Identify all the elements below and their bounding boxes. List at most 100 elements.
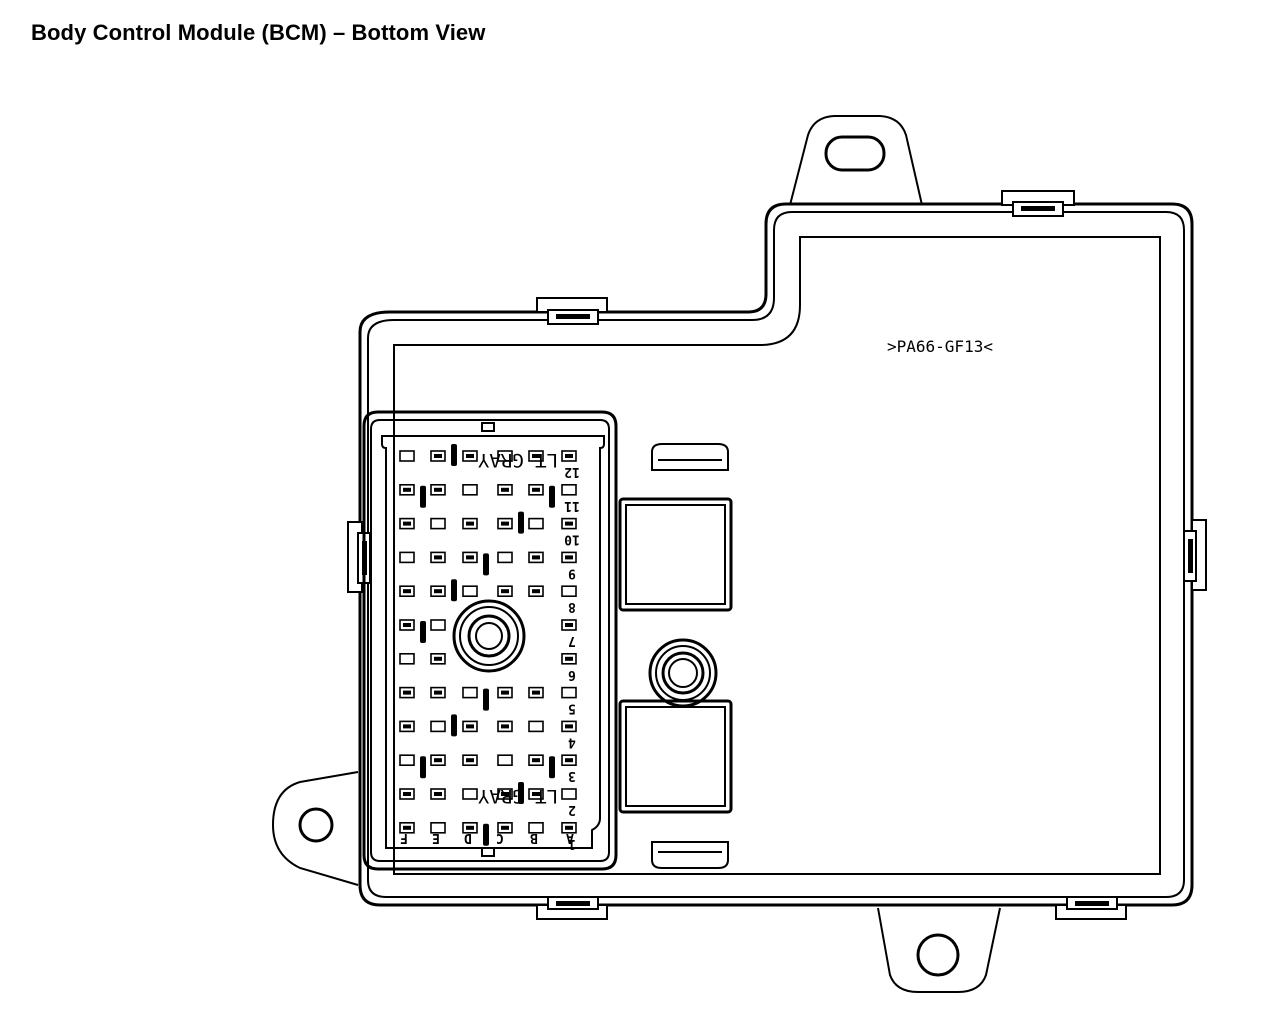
terminal-cavity <box>561 686 577 699</box>
terminal <box>532 792 540 796</box>
row-number-label: 2 <box>568 802 576 817</box>
row-number-label: 6 <box>568 667 576 682</box>
polarizing-rib <box>549 756 555 779</box>
terminal <box>565 656 573 661</box>
fuse-cavity-upper <box>618 497 733 612</box>
row-number-label: 1 <box>568 836 576 851</box>
column-letter-label: B <box>530 830 538 845</box>
clip-top-right <box>1001 190 1075 217</box>
terminal-cavity <box>462 483 478 496</box>
terminal <box>501 690 509 695</box>
left-mounting-ear <box>271 771 359 886</box>
connector-color-bottom: LT GRAY <box>477 785 558 807</box>
polarizing-rib <box>420 756 426 779</box>
terminal-cavity <box>561 483 577 496</box>
terminal <box>501 589 509 594</box>
terminal <box>466 555 474 560</box>
row-number-label: 12 <box>564 464 580 479</box>
terminal-cavity <box>462 686 478 699</box>
terminal <box>434 656 442 661</box>
terminal-cavity <box>497 754 513 767</box>
terminal <box>532 758 540 763</box>
row-number-label: 7 <box>568 633 576 648</box>
terminal <box>565 555 573 560</box>
terminal-cavity <box>462 788 478 800</box>
terminal <box>565 724 573 729</box>
terminal <box>532 454 540 458</box>
polarizing-rib <box>483 553 489 576</box>
terminal-cavity <box>399 551 415 564</box>
terminal-cavity <box>462 585 478 598</box>
terminal-cavity <box>497 551 513 564</box>
fuse-cavity-lower <box>618 699 733 814</box>
terminal-cavity <box>430 517 446 530</box>
terminal <box>434 589 442 594</box>
column-letter-label: D <box>464 830 472 845</box>
terminal-cavity <box>528 821 544 834</box>
terminal <box>466 758 474 763</box>
terminal <box>403 623 411 627</box>
terminal <box>466 521 474 526</box>
polarizing-rib <box>420 621 426 643</box>
terminal-cavity <box>399 754 415 767</box>
terminal-cavity <box>430 821 446 834</box>
polarizing-rib <box>451 579 457 602</box>
row-number-label: 9 <box>568 565 576 580</box>
terminal-cavity <box>399 652 415 665</box>
bottom-mounting-ear <box>877 907 1001 993</box>
clip-left-side <box>347 521 371 593</box>
latch-tab-upper <box>651 443 729 471</box>
polarizing-rib <box>549 485 555 508</box>
terminal <box>434 555 442 560</box>
terminal-cavity <box>561 585 577 598</box>
terminal <box>403 521 411 526</box>
terminal <box>403 724 411 729</box>
column-letter-label: F <box>400 830 408 845</box>
polarizing-rib <box>451 714 457 737</box>
terminal-cavity <box>430 720 446 733</box>
terminal-cavity <box>561 788 577 800</box>
retention-clips <box>347 190 1207 920</box>
row-number-label: 5 <box>568 701 576 716</box>
polarizing-rib <box>483 823 489 846</box>
terminal <box>501 825 509 830</box>
housing-outline <box>358 202 1194 907</box>
row-number-label: 3 <box>568 768 576 783</box>
terminal <box>532 690 540 695</box>
terminal <box>403 690 411 695</box>
terminal <box>434 454 442 458</box>
terminal <box>565 521 573 526</box>
clip-right-side <box>1183 519 1207 591</box>
terminal <box>565 825 573 830</box>
row-number-label: 8 <box>568 599 576 614</box>
polarizing-rib <box>420 485 426 508</box>
column-letter-label: A <box>566 830 574 845</box>
terminal <box>434 758 442 763</box>
latch-tab-lower <box>651 841 729 869</box>
polarizing-rib <box>451 444 457 466</box>
terminal <box>532 487 540 492</box>
terminal <box>565 623 573 627</box>
polarizing-rib <box>518 511 524 534</box>
terminal <box>434 690 442 695</box>
clip-bottom-right <box>1055 896 1127 920</box>
polarizing-rib <box>483 688 489 711</box>
clip-bottom-left <box>536 896 608 920</box>
terminal <box>403 589 411 594</box>
row-number-label: 10 <box>564 532 580 547</box>
mounting-boss <box>648 638 718 708</box>
terminal <box>434 792 442 796</box>
terminal <box>501 487 509 492</box>
terminal-cavity <box>528 720 544 733</box>
color-markings: LT GRAY LT GRAY <box>477 449 558 807</box>
connector-center-screw <box>452 599 526 673</box>
terminal <box>565 758 573 763</box>
material-marking: >PA66-GF13< <box>887 337 993 356</box>
terminal <box>403 487 411 492</box>
row-number-label: 11 <box>564 498 580 513</box>
terminal <box>532 555 540 560</box>
